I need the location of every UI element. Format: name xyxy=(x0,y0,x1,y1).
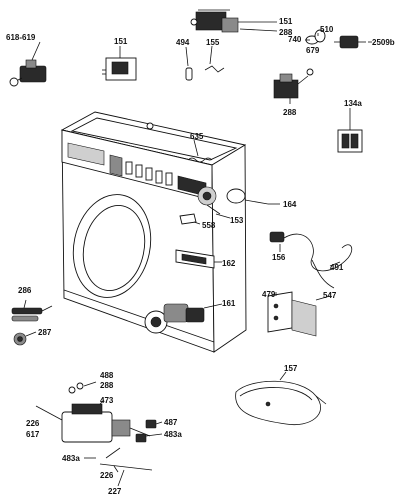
suppressor-part xyxy=(334,35,366,49)
knob-parts xyxy=(197,186,269,215)
label-162: 162 xyxy=(222,259,236,268)
label-510: 510 xyxy=(320,25,334,34)
drain-pump-part xyxy=(144,303,205,334)
label-155: 155 xyxy=(206,38,220,47)
washing-machine-cabinet xyxy=(60,111,247,353)
label-226-left: 226 xyxy=(26,419,40,428)
label-491: 491 xyxy=(330,263,344,272)
heating-element-part xyxy=(11,305,53,322)
thermostat-part xyxy=(13,332,27,346)
label-288-relay: 288 xyxy=(283,108,297,117)
label-483a-bottom: 483a xyxy=(62,454,80,463)
motor-assembly-part xyxy=(35,382,157,471)
label-740: 740 xyxy=(288,35,302,44)
label-618-619: 618-619 xyxy=(6,33,36,42)
label-558: 558 xyxy=(202,221,216,230)
small-seal-parts xyxy=(305,29,326,45)
label-617: 617 xyxy=(26,430,40,439)
label-488: 488 xyxy=(100,371,114,380)
programmer-timer-part xyxy=(102,57,137,81)
spring-part xyxy=(187,157,213,163)
label-153: 153 xyxy=(230,216,244,225)
label-161: 161 xyxy=(222,299,236,308)
label-288-motor: 288 xyxy=(100,381,114,390)
label-679: 679 xyxy=(306,46,320,55)
rear-panel-part xyxy=(267,291,317,337)
label-494: 494 xyxy=(176,38,190,47)
door-porthole xyxy=(72,194,152,298)
label-288-top: 288 xyxy=(279,28,293,37)
pressure-switch-part xyxy=(9,59,47,87)
label-473: 473 xyxy=(100,396,114,405)
label-286: 286 xyxy=(18,286,32,295)
control-panel xyxy=(109,154,207,197)
relay-part xyxy=(273,68,314,99)
label-134a: 134a xyxy=(344,99,362,108)
label-151-left: 151 xyxy=(114,37,128,46)
label-479: 479 xyxy=(262,290,276,299)
capacitor-part xyxy=(337,129,363,153)
wiring-harness-part xyxy=(235,380,327,426)
leader-lines xyxy=(23,21,372,487)
programmer-part-top xyxy=(190,9,239,33)
button-part xyxy=(179,213,197,225)
callout-labels: 618-619 151 494 155 151 288 510 740 679 … xyxy=(6,17,395,496)
mains-cable-part xyxy=(269,231,353,289)
label-487: 487 xyxy=(164,418,178,427)
drawer-handle-part xyxy=(175,249,218,269)
label-2509b: 2509b xyxy=(372,38,395,47)
label-157: 157 xyxy=(284,364,298,373)
label-287: 287 xyxy=(38,328,52,337)
label-547: 547 xyxy=(323,291,337,300)
label-151-top: 151 xyxy=(279,17,293,26)
label-483a-right: 483a xyxy=(164,430,182,439)
knob-and-spring-part xyxy=(185,65,225,81)
label-156: 156 xyxy=(272,253,286,262)
label-227: 227 xyxy=(108,487,122,496)
label-226-bottom: 226 xyxy=(100,471,114,480)
label-164: 164 xyxy=(283,200,297,209)
label-635: 635 xyxy=(190,132,204,141)
